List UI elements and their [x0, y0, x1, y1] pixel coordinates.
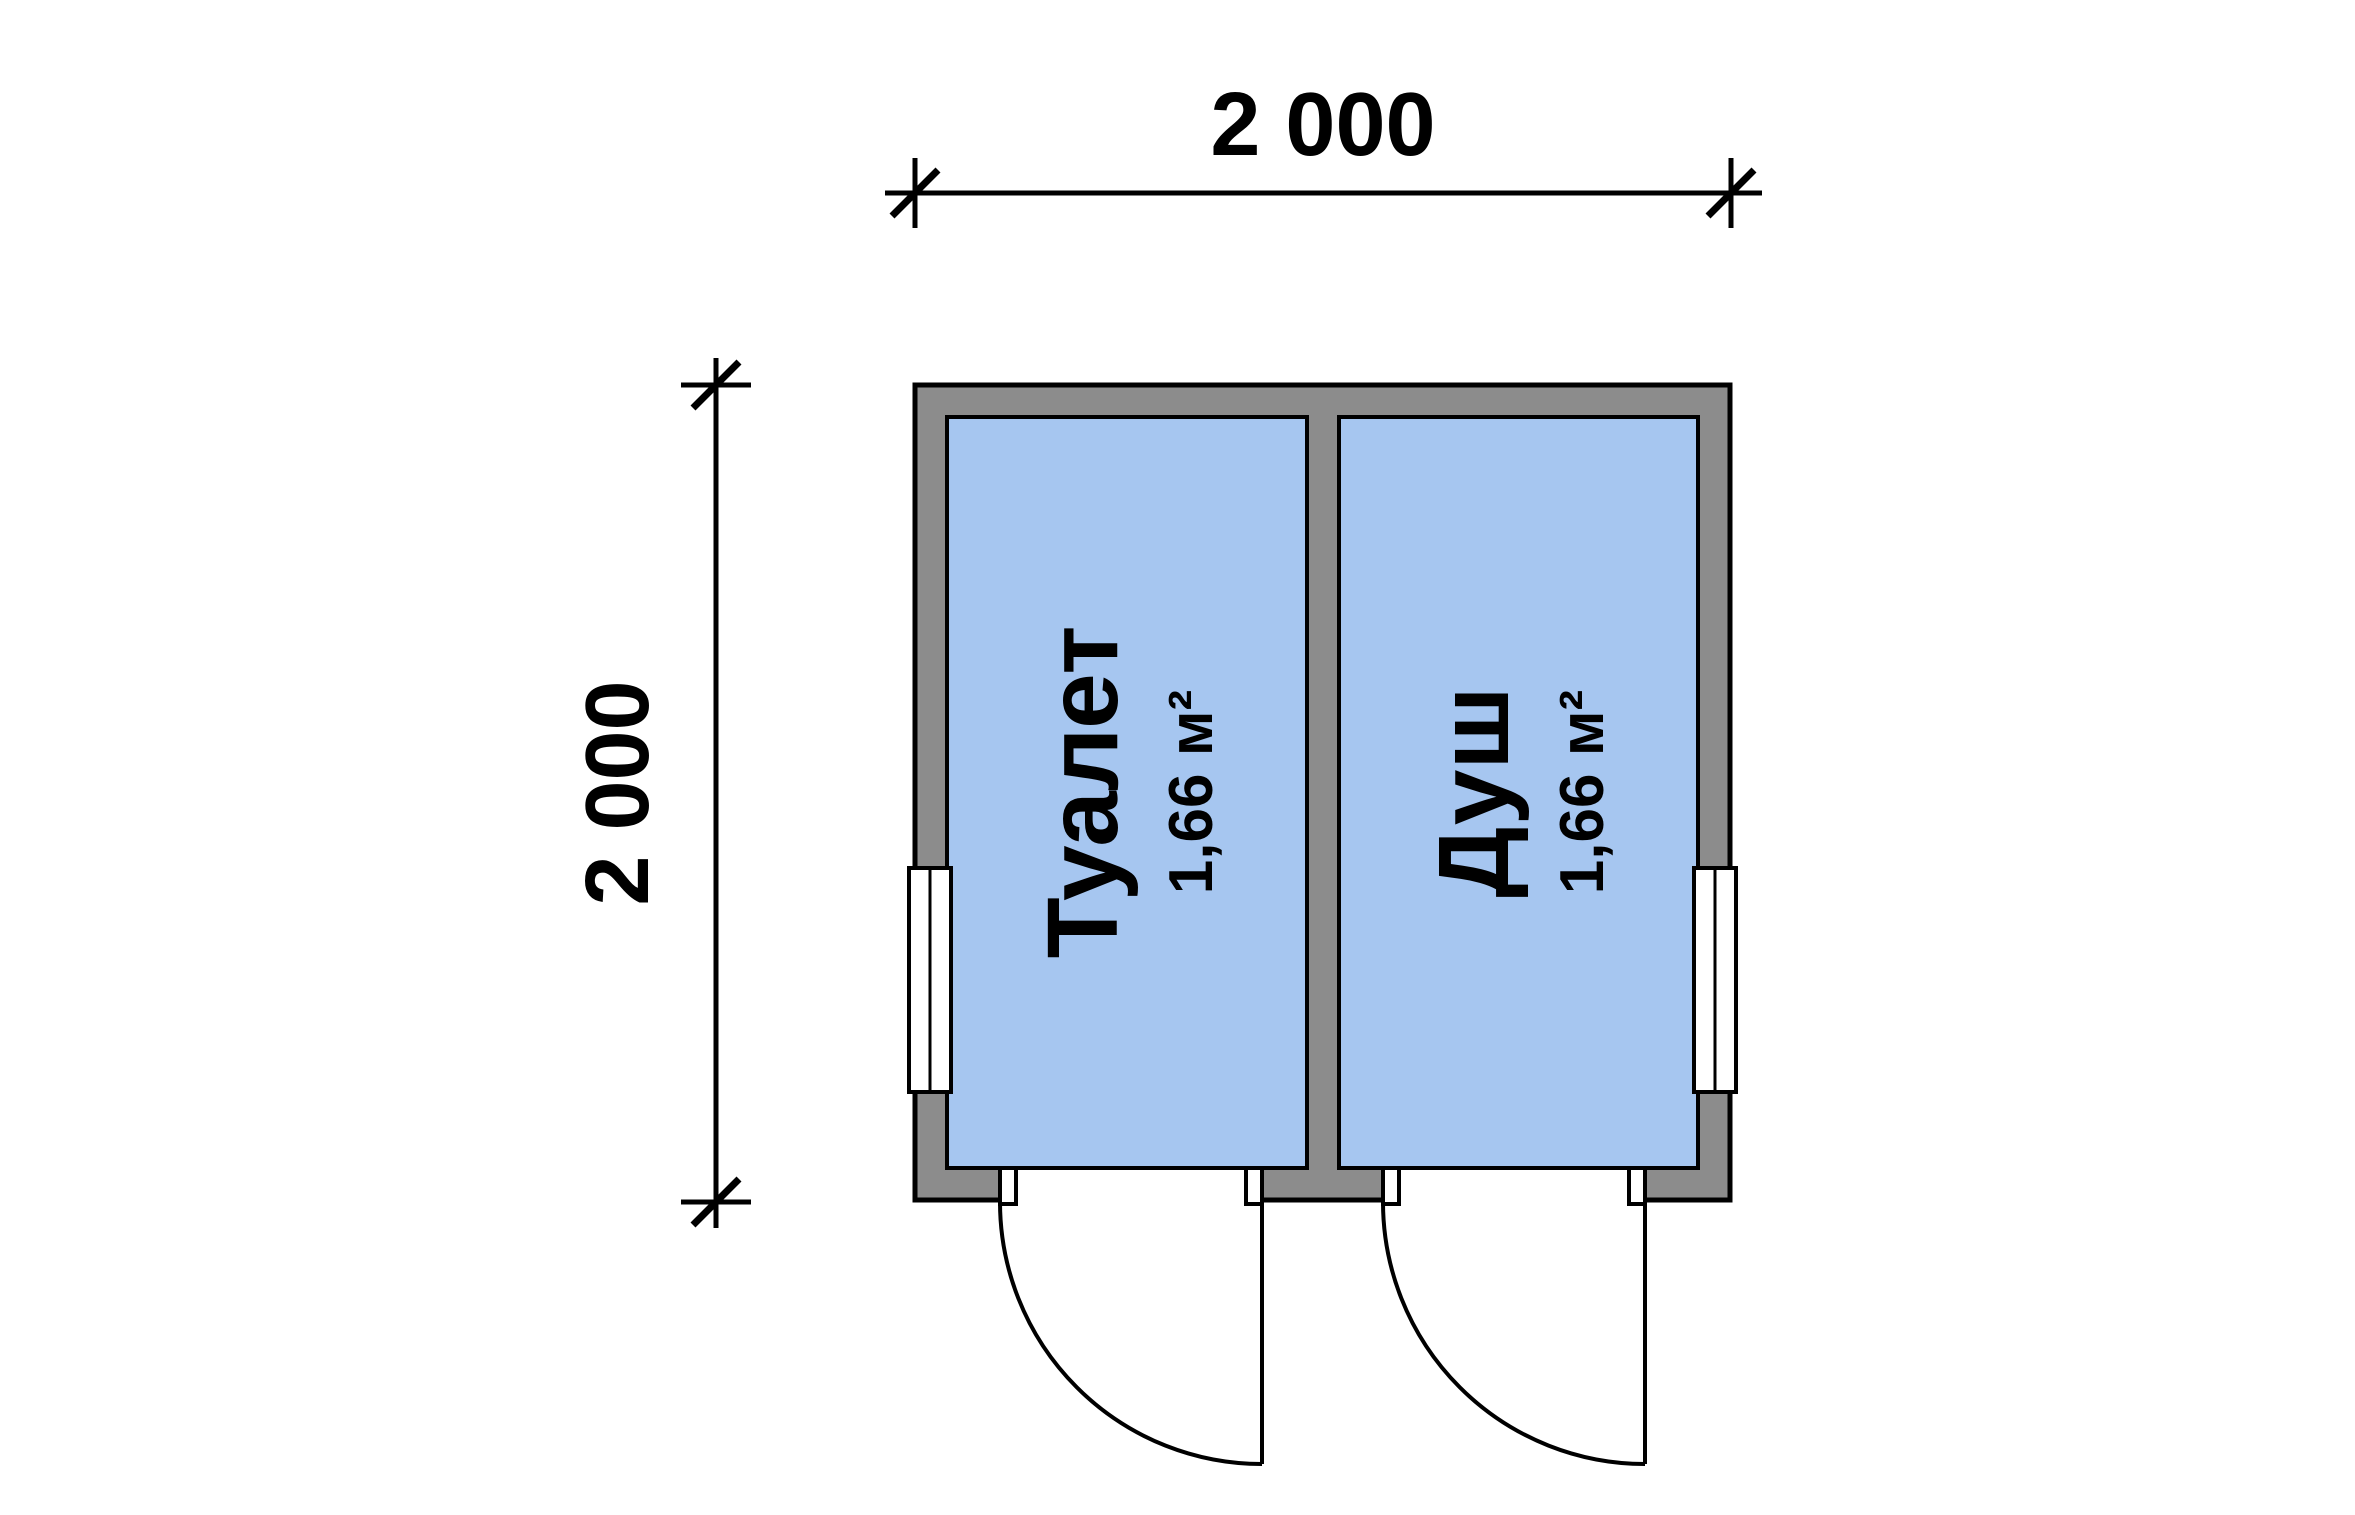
- door-shower: [1381, 1166, 1647, 1466]
- dimension-top: 2 000: [885, 75, 1762, 228]
- door-toilet-swing-arc: [998, 1201, 1263, 1466]
- dimension-left: 2 000: [568, 358, 751, 1228]
- dimension-top-tick-left: [889, 167, 941, 219]
- room-toilet-label: Туалет 1,66 м²: [1027, 626, 1226, 959]
- door-toilet-opening: [1000, 1170, 1262, 1206]
- door-shower-jamb-right: [1627, 1166, 1647, 1206]
- window-right: [1692, 866, 1738, 1094]
- door-shower-swing-arc: [1381, 1201, 1646, 1466]
- dimension-left-tick-bottom: [690, 1176, 742, 1228]
- room-shower-label: Душ 1,66 м²: [1418, 686, 1617, 897]
- room-toilet-area: 1,66 м²: [1157, 690, 1226, 894]
- door-shower-jamb-left: [1381, 1166, 1401, 1206]
- dimension-top-tick-right: [1705, 167, 1757, 219]
- room-shower-floor: [1337, 415, 1700, 1170]
- door-toilet-jamb-left: [998, 1166, 1018, 1206]
- door-toilet-jamb-right: [1244, 1166, 1264, 1206]
- room-toilet-name: Туалет: [1027, 626, 1139, 959]
- dimension-left-label: 2 000: [568, 680, 668, 905]
- window-left: [907, 866, 953, 1094]
- dimension-left-tick-top: [690, 359, 742, 411]
- room-shower-name: Душ: [1418, 686, 1530, 897]
- room-shower-area: 1,66 м²: [1548, 690, 1617, 894]
- door-toilet: [998, 1166, 1264, 1466]
- room-toilet-floor: [945, 415, 1309, 1170]
- dimension-top-label: 2 000: [1210, 75, 1435, 175]
- door-shower-opening: [1383, 1170, 1645, 1206]
